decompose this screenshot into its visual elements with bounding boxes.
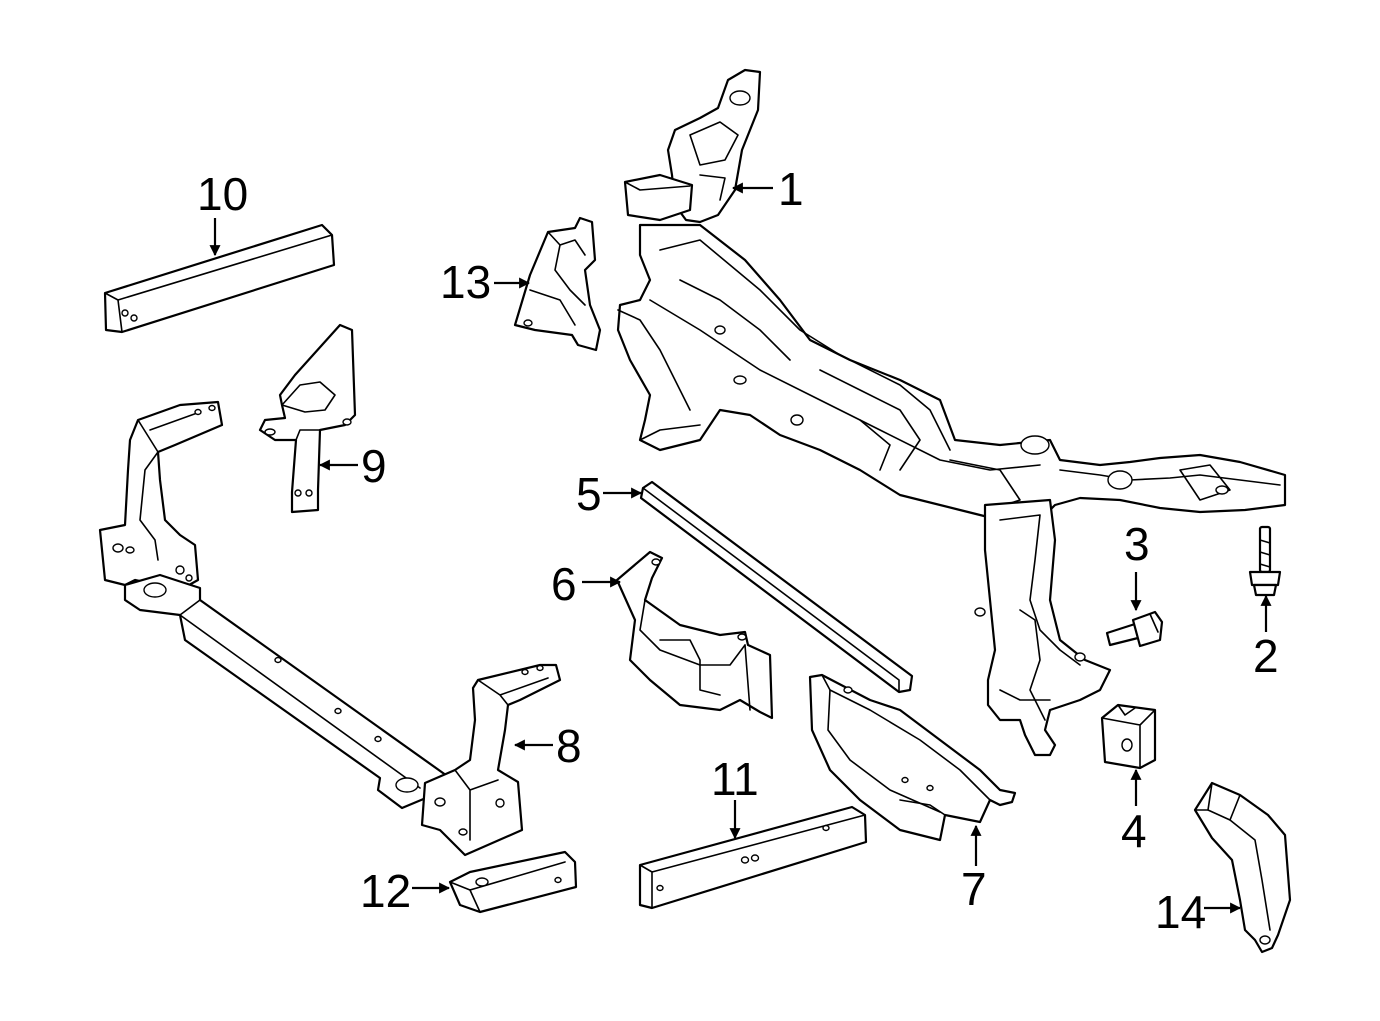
callout-4: 4: [1121, 805, 1147, 857]
part-14-deflector[interactable]: [1193, 781, 1292, 954]
callout-1: 1: [778, 163, 804, 215]
part-10-bar[interactable]: [103, 223, 336, 334]
part-9-bracket[interactable]: [258, 323, 357, 514]
callout-11: 11: [711, 753, 759, 805]
callout-12: 12: [360, 865, 411, 917]
part-6-bracket[interactable]: [615, 550, 774, 720]
callout-6: 6: [551, 558, 577, 610]
part-4-rubber-block[interactable]: [1100, 703, 1157, 770]
leader-lines: [209, 182, 1272, 914]
part-13-bracket[interactable]: [513, 216, 602, 352]
part-11-bar[interactable]: [638, 805, 868, 910]
callout-9: 9: [361, 440, 387, 492]
part-7-shroud[interactable]: [808, 673, 1017, 842]
part-12-block[interactable]: [448, 850, 578, 914]
part-8-lower-crossmember[interactable]: [98, 400, 562, 857]
callout-14: 14: [1155, 886, 1206, 938]
callout-labels: 1 2 3 4 5 6 7 8 9 10 11 12 13 14: [197, 163, 1279, 938]
callout-8: 8: [556, 720, 582, 772]
callout-10: 10: [197, 168, 248, 220]
part-2-bolt[interactable]: [1248, 525, 1282, 597]
part-3-bolt[interactable]: [1105, 610, 1164, 648]
callout-7: 7: [961, 863, 987, 915]
callout-2: 2: [1253, 630, 1279, 682]
part-1-radiator-support[interactable]: [616, 68, 1287, 757]
callout-3: 3: [1124, 518, 1150, 570]
callout-13: 13: [440, 256, 491, 308]
callout-5: 5: [576, 468, 602, 520]
